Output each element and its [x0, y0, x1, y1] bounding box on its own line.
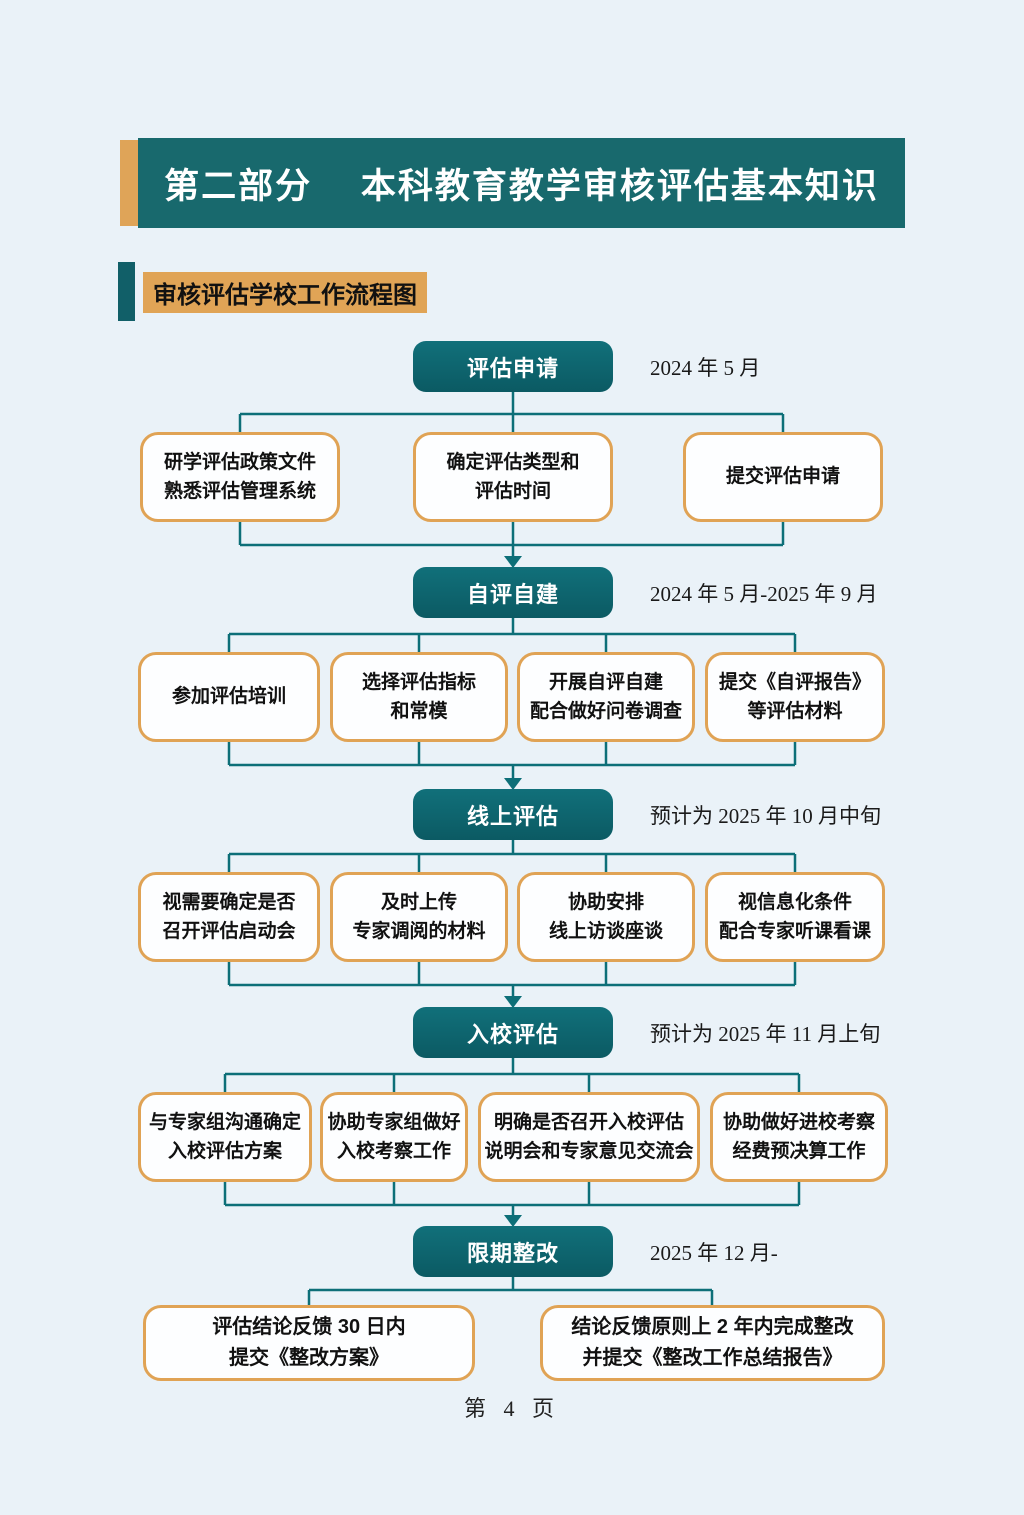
header-banner: 第二部分 本科教育教学审核评估基本知识	[138, 138, 905, 228]
stage-label: 入校评估	[466, 1021, 559, 1047]
task-label: 与专家组沟通确定 入校评估方案	[148, 1111, 301, 1162]
task-box: 开展自评自建 配合做好问卷调查	[517, 652, 695, 742]
task-label: 参加评估培训	[171, 686, 286, 708]
task-box: 评估结论反馈 30 日内 提交《整改方案》	[143, 1305, 475, 1381]
stage-label: 评估申请	[466, 355, 559, 381]
stage-box-4: 入校评估	[413, 1007, 613, 1058]
task-box: 协助专家组做好 入校考察工作	[320, 1092, 468, 1182]
task-box: 提交《自评报告》 等评估材料	[705, 652, 885, 742]
task-label: 视信息化条件 配合专家听课看课	[718, 891, 871, 942]
page-number: 第 4 页	[463, 1396, 560, 1421]
task-label: 提交评估申请	[725, 466, 840, 488]
task-box: 协助做好进校考察 经费预决算工作	[710, 1092, 888, 1182]
task-box: 及时上传 专家调阅的材料	[330, 872, 508, 962]
stage-date: 2025 年 12 月-	[650, 1240, 778, 1265]
task-label: 结论反馈原则上 2 年内完成整改 并提交《整改工作总结报告》	[571, 1316, 854, 1369]
section-marker-bar	[118, 262, 135, 321]
stage-box-2: 自评自建	[413, 567, 613, 618]
task-label: 协助做好进校考察 经费预决算工作	[722, 1111, 875, 1162]
header-accent-bar	[120, 140, 138, 226]
task-box: 结论反馈原则上 2 年内完成整改 并提交《整改工作总结报告》	[540, 1305, 885, 1381]
stage-box-5: 限期整改	[413, 1226, 613, 1277]
task-box: 协助安排 线上访谈座谈	[517, 872, 695, 962]
section-title: 审核评估学校工作流程图	[153, 282, 417, 309]
task-box: 与专家组沟通确定 入校评估方案	[138, 1092, 312, 1182]
task-box: 视需要确定是否 召开评估启动会	[138, 872, 320, 962]
task-label: 提交《自评报告》 等评估材料	[718, 671, 871, 722]
stage-label: 自评自建	[466, 581, 559, 607]
task-box: 提交评估申请	[683, 432, 883, 522]
task-label: 开展自评自建 配合做好问卷调查	[529, 671, 682, 722]
task-box: 研学评估政策文件 熟悉评估管理系统	[140, 432, 340, 522]
stage-date: 2024 年 5 月	[650, 355, 761, 380]
page-title: 第二部分 本科教育教学审核评估基本知识	[164, 166, 879, 206]
task-label: 视需要确定是否 召开评估启动会	[162, 891, 296, 942]
stage-date: 2024 年 5 月-2025 年 9 月	[650, 581, 878, 606]
stage-date: 预计为 2025 年 11 月上旬	[650, 1021, 881, 1046]
task-label: 及时上传 专家调阅的材料	[352, 891, 486, 942]
stage-label: 线上评估	[466, 803, 559, 829]
task-box: 确定评估类型和 评估时间	[413, 432, 613, 522]
task-label: 协助专家组做好 入校考察工作	[327, 1111, 461, 1162]
stage-box-3: 线上评估	[413, 789, 613, 840]
task-label: 明确是否召开入校评估 说明会和专家意见交流会	[484, 1111, 694, 1162]
arrow-down-icon	[504, 996, 522, 1008]
stage-date: 预计为 2025 年 10 月中旬	[650, 803, 881, 828]
stage-box-1: 评估申请	[413, 341, 613, 392]
arrow-down-icon	[504, 556, 522, 568]
task-label: 评估结论反馈 30 日内 提交《整改方案》	[212, 1316, 406, 1369]
task-box: 明确是否召开入校评估 说明会和专家意见交流会	[478, 1092, 700, 1182]
task-box: 选择评估指标 和常模	[330, 652, 508, 742]
arrow-down-icon	[504, 778, 522, 790]
task-label: 研学评估政策文件 熟悉评估管理系统	[163, 451, 316, 502]
stage-label: 限期整改	[466, 1240, 559, 1266]
task-box: 视信息化条件 配合专家听课看课	[705, 872, 885, 962]
section-title-chip: 审核评估学校工作流程图	[143, 272, 427, 313]
task-label: 确定评估类型和 评估时间	[446, 451, 580, 502]
task-box: 参加评估培训	[138, 652, 320, 742]
task-label: 选择评估指标 和常模	[361, 671, 476, 722]
task-label: 协助安排 线上访谈座谈	[548, 891, 663, 942]
arrow-down-icon	[504, 1215, 522, 1227]
